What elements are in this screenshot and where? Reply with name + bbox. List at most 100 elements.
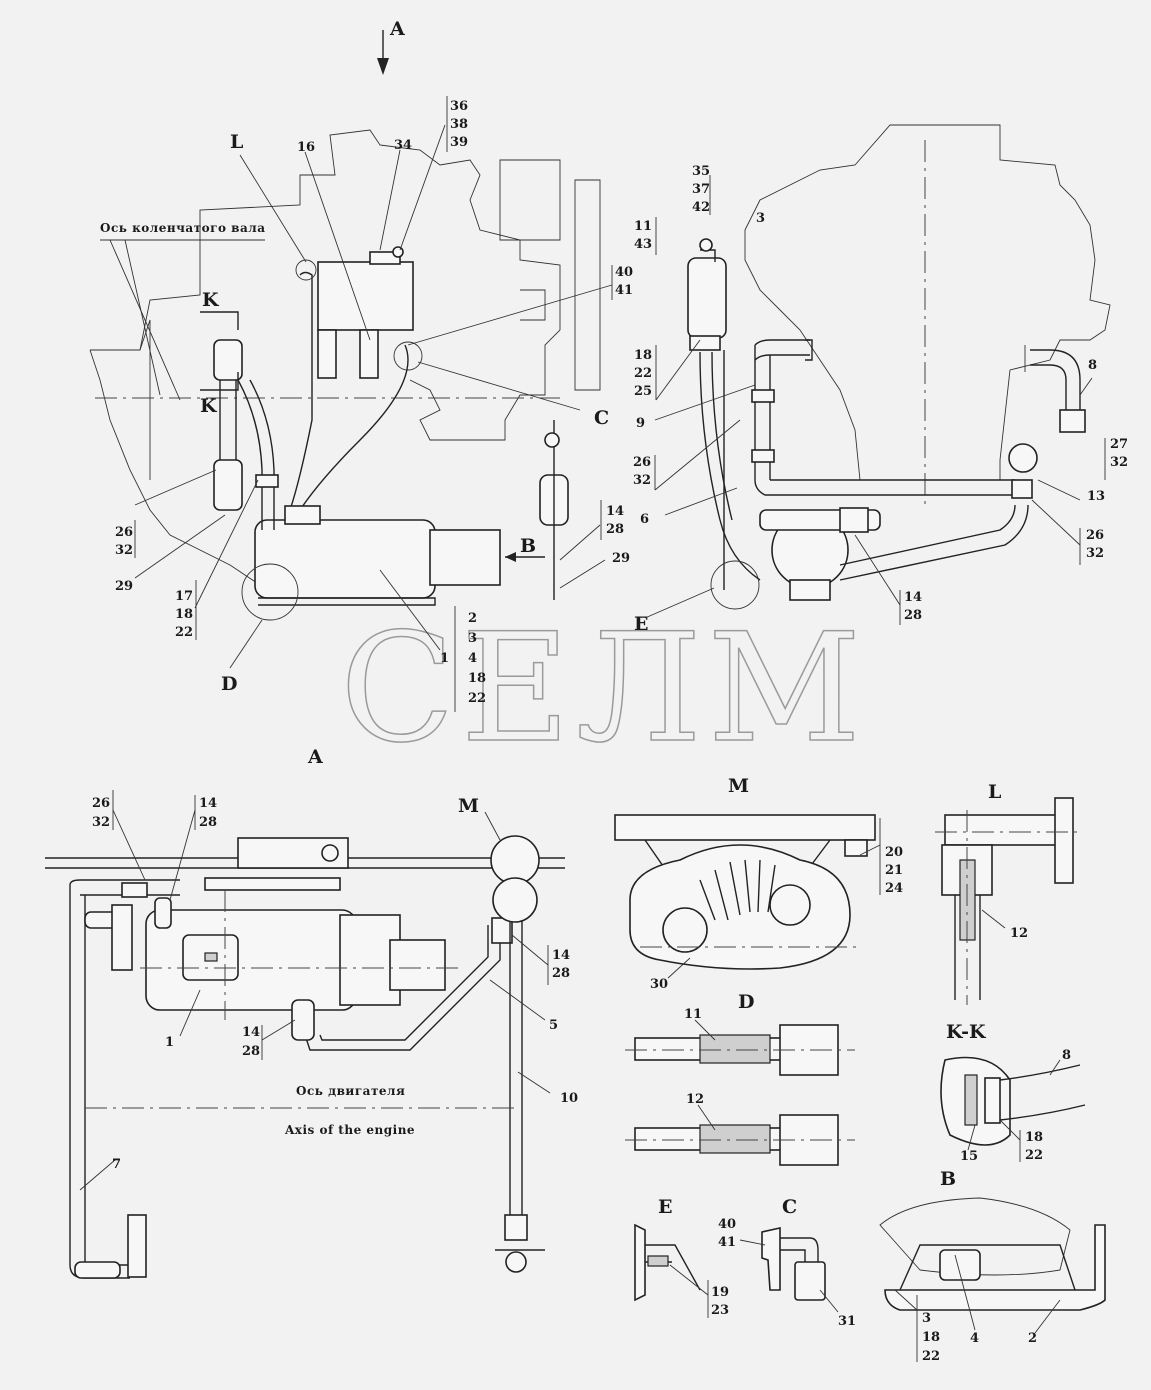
callout-14-right: 14	[904, 590, 922, 605]
callout-3-b: 3	[922, 1311, 931, 1326]
callout-18-kk: 18	[1025, 1130, 1043, 1145]
section-e-letter: E	[634, 613, 648, 635]
callout-32-a: 32	[92, 815, 110, 830]
leaders-top-right	[644, 175, 1106, 625]
view-d-drawing	[625, 1019, 855, 1166]
side-view-left	[89, 129, 601, 621]
front-view-right	[687, 124, 1111, 610]
callout-22-b: 22	[922, 1349, 940, 1364]
callout-11-d: 11	[684, 1007, 702, 1022]
callout-20: 20	[885, 845, 903, 860]
view-m-drawing	[614, 814, 881, 979]
callout-18-mid: 18	[468, 671, 486, 686]
callout-18-left: 18	[175, 607, 193, 622]
view-l-drawing	[935, 797, 1080, 1005]
callout-34: 34	[394, 138, 412, 153]
callout-13: 13	[1087, 489, 1105, 504]
view-c-title: C	[782, 1196, 797, 1218]
callout-3: 3	[468, 631, 477, 646]
callout-8-top: 8	[1088, 358, 1097, 373]
callout-16: 16	[297, 140, 315, 155]
callout-2: 2	[468, 611, 477, 626]
callout-32-far: 32	[1086, 546, 1104, 561]
callout-22-right: 22	[634, 366, 652, 381]
callout-18-right: 18	[634, 348, 652, 363]
callout-40-c: 40	[718, 1217, 736, 1232]
callout-36: 36	[450, 99, 468, 114]
callout-14-a1: 14	[199, 796, 217, 811]
callout-29-mid: 29	[612, 551, 630, 566]
callout-24: 24	[885, 881, 903, 896]
callout-27: 27	[1110, 437, 1128, 452]
callout-11-top: 11	[634, 219, 652, 234]
view-m-title: M	[728, 775, 749, 797]
callout-1-top: 1	[440, 651, 449, 666]
callout-19: 19	[711, 1285, 729, 1300]
crank-axis-caption: Ось коленчатого вала	[100, 221, 266, 235]
callout-8-kk: 8	[1062, 1048, 1071, 1063]
callout-15: 15	[960, 1149, 978, 1164]
callout-6: 6	[640, 512, 649, 527]
view-arrow-a: A	[377, 18, 405, 75]
callout-29-left: 29	[115, 579, 133, 594]
callout-12-l: 12	[1010, 926, 1028, 941]
callout-28-a1: 28	[199, 815, 217, 830]
engine-axis-caption-en: Axis of the engine	[284, 1123, 415, 1137]
callout-42: 42	[692, 200, 710, 215]
callout-7: 7	[112, 1157, 121, 1172]
view-a-drawing	[45, 790, 565, 1279]
callout-26-right: 26	[633, 455, 651, 470]
leaders-top-left	[134, 96, 613, 712]
callout-28-mid: 28	[606, 522, 624, 537]
callout-40: 40	[615, 265, 633, 280]
callout-32-left: 32	[115, 543, 133, 558]
watermark-text: СЕЛМ	[340, 602, 867, 776]
view-c-drawing	[739, 1227, 839, 1313]
callout-25: 25	[634, 384, 652, 399]
callout-21: 21	[885, 863, 903, 878]
view-a-title: A	[307, 746, 323, 768]
view-kk-drawing	[940, 1056, 1086, 1162]
callout-4: 4	[468, 651, 477, 666]
view-e-drawing	[634, 1223, 709, 1318]
callout-31: 31	[838, 1314, 856, 1329]
callout-23: 23	[711, 1303, 729, 1318]
callout-30: 30	[650, 977, 668, 992]
callout-9: 9	[636, 416, 645, 431]
view-kk-title: K-K	[946, 1021, 987, 1043]
view-l-title: L	[988, 781, 1001, 803]
view-b-title: B	[940, 1168, 956, 1190]
callout-35: 35	[692, 164, 710, 179]
callout-22-kk: 22	[1025, 1148, 1043, 1163]
callout-10: 10	[560, 1091, 578, 1106]
callout-28-a2: 28	[552, 966, 570, 981]
section-b-letter: B	[520, 535, 536, 557]
view-b-drawing	[879, 1197, 1106, 1362]
callout-37: 37	[692, 182, 710, 197]
callout-1-a: 1	[165, 1035, 174, 1050]
section-k-letter-2: K	[200, 395, 218, 417]
callout-14-mid: 14	[606, 504, 624, 519]
callout-26-far: 26	[1086, 528, 1104, 543]
callout-18-b: 18	[922, 1330, 940, 1345]
view-m-marker: M	[458, 795, 479, 817]
section-k-letter-1: K	[202, 289, 220, 311]
callout-5: 5	[549, 1018, 558, 1033]
callout-38: 38	[450, 117, 468, 132]
callout-26-left: 26	[115, 525, 133, 540]
callout-22-mid: 22	[468, 691, 486, 706]
view-e-title: E	[658, 1196, 672, 1218]
callout-39: 39	[450, 135, 468, 150]
callout-2-b: 2	[1028, 1331, 1037, 1346]
callout-22-left: 22	[175, 625, 193, 640]
view-d-title: D	[738, 991, 754, 1013]
callout-41-c: 41	[718, 1235, 736, 1250]
section-l-letter: L	[230, 131, 243, 153]
engine-axis-caption-ru: Ось двигателя	[296, 1084, 405, 1098]
callout-41: 41	[615, 283, 633, 298]
callout-17: 17	[175, 589, 193, 604]
callout-3-engine: 3	[756, 211, 765, 226]
arrow-a-label: A	[389, 18, 405, 40]
section-d-letter: D	[221, 673, 237, 695]
callout-4-b: 4	[970, 1331, 979, 1346]
